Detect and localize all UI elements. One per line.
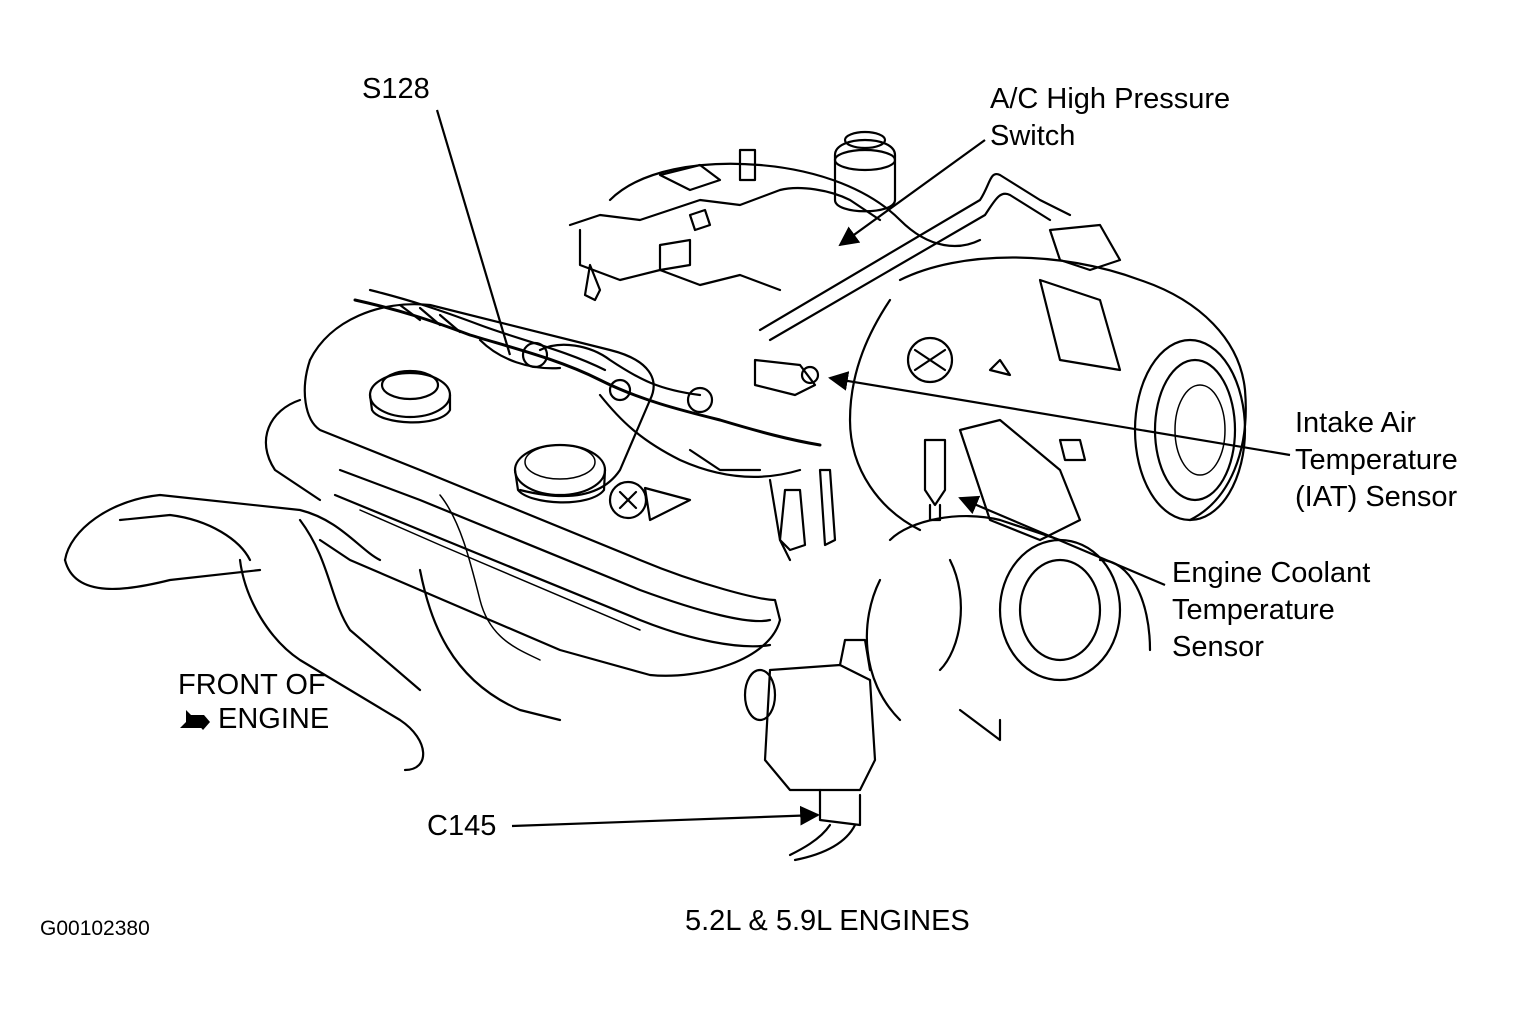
- c145-leader: [511, 805, 820, 828]
- air-cleaner-housing: [848, 223, 1247, 532]
- valve-cover: [303, 303, 782, 677]
- dipstick-tube: [439, 494, 541, 661]
- radiator-cap: [513, 443, 607, 504]
- figure-id: G00102380: [40, 917, 150, 940]
- front-of-engine-line1: FRONT OF: [178, 669, 326, 701]
- s128-label: S128: [362, 73, 430, 105]
- intake-manifold: [568, 148, 982, 302]
- c145-connector: [743, 638, 877, 862]
- warning-label-icon: [608, 480, 692, 522]
- s128-leader: [435, 109, 512, 356]
- wiring-harness: [353, 288, 822, 562]
- vacuum-canister: [833, 130, 897, 213]
- iat-sensor-leader: [828, 371, 1291, 457]
- figure-caption: 5.2L & 5.9L ENGINES: [685, 905, 970, 937]
- harness-connector-lower: [778, 468, 837, 552]
- front-of-engine-line2: ENGINE: [218, 703, 330, 735]
- water-pump-pulley: [865, 514, 1152, 742]
- ect-sensor-label: Engine Coolant Temperature Sensor: [1172, 557, 1371, 663]
- ac-high-pressure-switch-label: A/C High Pressure Switch: [990, 83, 1231, 152]
- front-direction-arrow-icon: [180, 710, 210, 730]
- oil-filler-cap: [368, 369, 452, 424]
- ect-sensor: [923, 438, 947, 522]
- ac-line: [758, 172, 1072, 332]
- ect-sensor-leader: [958, 495, 1166, 587]
- iat-sensor-label: Intake Air Temperature (IAT) Sensor: [1295, 407, 1458, 513]
- ac-switch-leader: [838, 139, 986, 247]
- thermostat-housing: [906, 336, 1087, 542]
- c145-label: C145: [427, 810, 497, 842]
- iat-sensor-connector: [753, 358, 820, 397]
- exhaust-manifold: [63, 398, 562, 772]
